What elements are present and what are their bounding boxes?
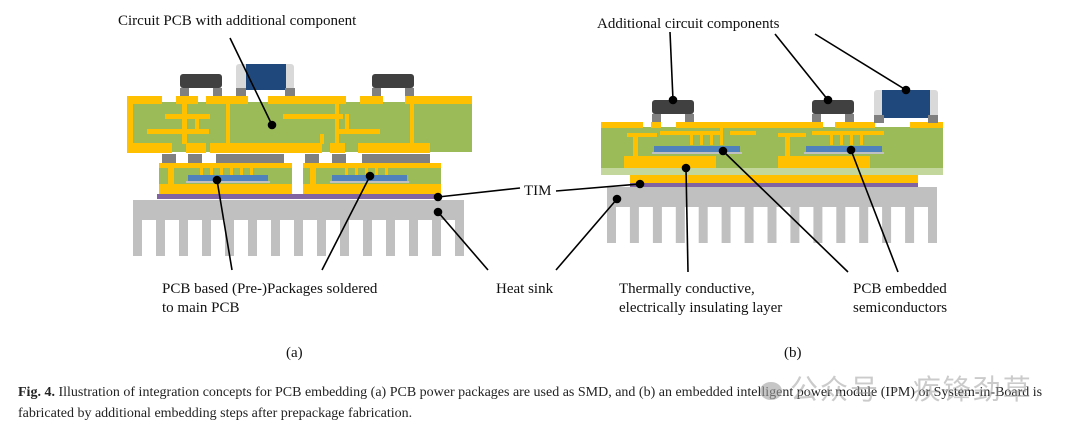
heat-sink-fin [859, 206, 869, 243]
heat-sink-fin [928, 206, 937, 243]
label-additional-components: Additional circuit components [597, 16, 780, 32]
heat-sink-fin [652, 206, 662, 243]
sublabel-a: (a) [286, 345, 303, 361]
smd-components-a [180, 64, 414, 96]
heat-sink-fin [225, 219, 234, 256]
label-prepackages-line2: to main PCB [162, 300, 240, 316]
heat-sink-fin [767, 206, 777, 243]
caption-text: Illustration of integration concepts for… [18, 385, 1043, 421]
heat-sink-fin [629, 206, 639, 243]
label-embedded-semis-line1: PCB embedded [853, 281, 947, 297]
heat-sink-fin [836, 206, 846, 243]
leader-lines-b [555, 31, 911, 273]
label-tim: TIM [524, 183, 552, 199]
tim-layer-b [630, 182, 918, 187]
heat-sink-fin [813, 206, 823, 243]
heat-sink-b [607, 187, 937, 243]
label-embedded-semis-line2: semiconductors [853, 300, 947, 316]
solder-joints-a [162, 154, 430, 163]
heat-sink-fin [905, 206, 915, 243]
heat-sink-fin [790, 206, 800, 243]
heat-sink-fin [271, 219, 280, 256]
heat-sink-fin [607, 206, 616, 243]
heat-sink-a [133, 200, 464, 256]
label-circuit-pcb: Circuit PCB with additional component [118, 13, 357, 29]
heat-sink-fin [317, 219, 326, 256]
heat-sink-fin [409, 219, 418, 256]
heat-sink-fin [294, 219, 303, 256]
heat-sink-fin [363, 219, 372, 256]
heat-sink-fin [179, 219, 188, 256]
tim-layer-a [157, 194, 441, 199]
heat-sink-fin [248, 219, 257, 256]
caption-label: Fig. 4. [18, 385, 55, 400]
prepackage-left-a [159, 163, 292, 194]
ipm-pcb-b [601, 122, 943, 168]
smd-components-b [652, 90, 938, 123]
heat-sink-fin [156, 219, 165, 256]
heat-sink-fin [882, 206, 892, 243]
label-prepackages-line1: PCB based (Pre-)Packages soldered [162, 281, 378, 297]
figure-caption: Fig. 4. Illustration of integration conc… [18, 382, 1068, 424]
heat-sink-fin [202, 219, 211, 256]
figure-diagram: Circuit PCB with additional component PC… [118, 13, 947, 361]
heat-sink-fin [386, 219, 395, 256]
label-thermal-layer-line1: Thermally conductive, [619, 281, 755, 297]
heat-sink-fin [721, 206, 731, 243]
panel-b: Additional circuit components Thermally … [555, 16, 947, 361]
heat-sink-fin [133, 219, 142, 256]
heat-sink-fin [698, 206, 708, 243]
insulating-layer-b [601, 167, 943, 175]
panel-a: Circuit PCB with additional component PC… [118, 13, 521, 361]
sublabel-b: (b) [784, 345, 802, 361]
leader-lines-a [212, 37, 521, 271]
label-thermal-layer-line2: electrically insulating layer [619, 300, 782, 316]
heat-sink-fin [675, 206, 685, 243]
label-heat-sink: Heat sink [496, 281, 554, 297]
heat-sink-fin [432, 219, 441, 256]
main-pcb-a [127, 96, 472, 153]
heat-sink-fin [340, 219, 349, 256]
heat-sink-fin [744, 206, 754, 243]
